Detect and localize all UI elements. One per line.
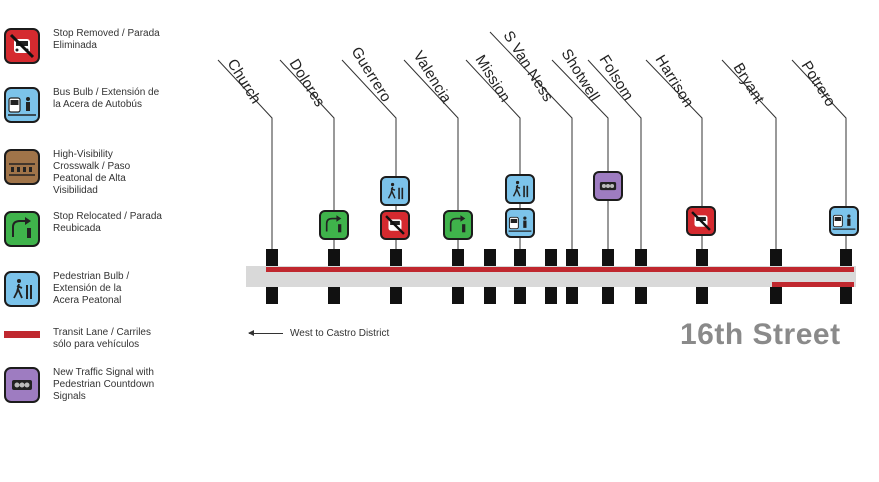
block-guerrero-top	[390, 249, 402, 266]
arrow-left-icon	[248, 330, 283, 336]
leader-line	[341, 59, 397, 250]
block-svanness-top	[566, 249, 578, 266]
block-folsom-top	[635, 249, 647, 266]
leader-line	[465, 59, 521, 250]
legend-stop-removed: Stop Removed / Parada Eliminada	[4, 28, 163, 64]
leader-line	[587, 59, 642, 250]
bus-bulb-icon	[505, 208, 535, 238]
legend-bus-bulb: Bus Bulb / Extensión de la Acera de Auto…	[4, 87, 163, 123]
block-folsom-bottom	[635, 287, 647, 304]
legend-transit-lane: Transit Lane / Carriles sólo para vehícu…	[4, 327, 168, 351]
legend-pedestrian-bulb: Pedestrian Bulb / Extensión de la Acera …	[4, 271, 148, 307]
legend-label: Transit Lane / Carriles sólo para vehícu…	[53, 327, 151, 350]
block-alley1-top	[484, 249, 496, 266]
transit-lane-eastbound	[266, 267, 854, 272]
block-harrison-top	[696, 249, 708, 266]
legend-traffic-signal: New Traffic Signal with Pedestrian Count…	[4, 367, 173, 403]
street-title: 16th Street	[680, 318, 841, 351]
stop-removed-icon	[4, 28, 40, 64]
pedestrian-bulb-icon	[4, 271, 40, 307]
stop-removed-icon	[686, 206, 716, 236]
transit-lane-westbound	[772, 282, 854, 287]
legend-label: High-Visibility Crosswalk / Paso Peatona…	[53, 149, 131, 196]
block-dolores-bottom	[328, 287, 340, 304]
direction-caption: West to Castro District	[290, 328, 390, 339]
block-valencia-bottom	[452, 287, 464, 304]
legend-label: New Traffic Signal with Pedestrian Count…	[53, 367, 155, 402]
block-guerrero-bottom	[390, 287, 402, 304]
block-potrero-top	[840, 249, 852, 266]
block-shotwell-top	[602, 249, 614, 266]
block-alley1-bottom	[484, 287, 496, 304]
legend-label: Stop Relocated / Parada Reubicada	[53, 211, 162, 234]
block-mission-bottom	[514, 287, 526, 304]
block-alley2-bottom	[545, 287, 557, 304]
leader-line	[489, 31, 573, 250]
block-dolores-top	[328, 249, 340, 266]
bus-bulb-icon	[4, 87, 40, 123]
traffic-signal-icon	[593, 171, 623, 201]
intersection-blocks	[266, 249, 852, 304]
leader-line	[721, 59, 777, 250]
block-svanness-bottom	[566, 287, 578, 304]
leader-line	[403, 59, 459, 250]
stop-removed-icon	[380, 210, 410, 240]
block-alley2-top	[545, 249, 557, 266]
legend-label: Stop Removed / Parada Eliminada	[53, 28, 160, 51]
legend-label: Pedestrian Bulb / Extensión de la Acera …	[53, 271, 130, 306]
pedestrian-bulb-icon	[380, 176, 410, 206]
leader-line	[217, 59, 273, 250]
leader-line	[279, 59, 335, 250]
transit-lane-icon	[4, 331, 40, 338]
traffic-signal-icon	[4, 367, 40, 403]
stop-relocated-icon	[443, 210, 473, 240]
legend-label: Bus Bulb / Extensión de la Acera de Auto…	[53, 87, 160, 110]
bus-bulb-icon	[829, 206, 859, 236]
block-church-top	[266, 249, 278, 266]
legend-crosswalk: High-Visibility Crosswalk / Paso Peatona…	[4, 149, 148, 197]
block-harrison-bottom	[696, 287, 708, 304]
block-bryant-top	[770, 249, 782, 266]
block-bryant-bottom	[770, 287, 782, 304]
crosswalk-icon	[4, 149, 40, 185]
stop-relocated-icon	[319, 210, 349, 240]
block-church-bottom	[266, 287, 278, 304]
pedestrian-bulb-icon	[505, 174, 535, 204]
block-mission-top	[514, 249, 526, 266]
legend-stop-relocated: Stop Relocated / Parada Reubicada	[4, 211, 163, 247]
stop-relocated-icon	[4, 211, 40, 247]
block-potrero-bottom	[840, 287, 852, 304]
block-valencia-top	[452, 249, 464, 266]
leader-line	[551, 59, 609, 250]
block-shotwell-bottom	[602, 287, 614, 304]
